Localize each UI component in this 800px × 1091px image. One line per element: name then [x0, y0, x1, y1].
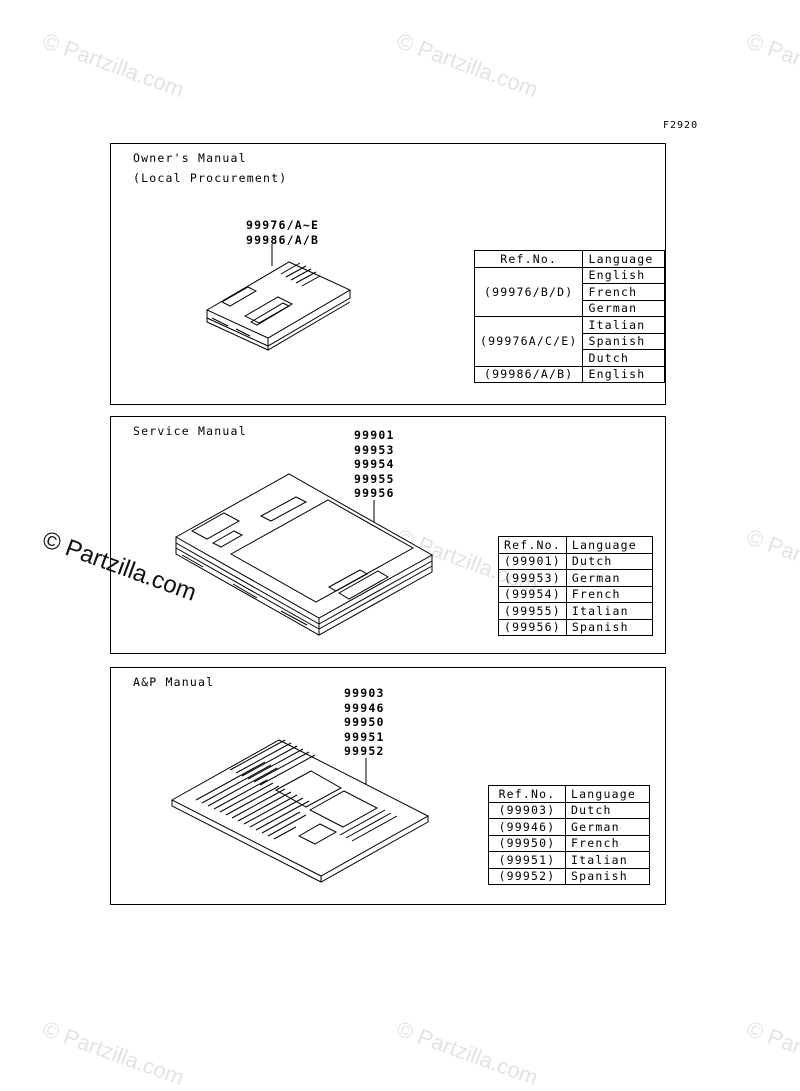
owners-manual-booklet-icon — [205, 244, 352, 351]
owners-manual-subtitle: (Local Procurement) — [133, 171, 288, 185]
ap-manual-sheet-icon — [170, 739, 430, 883]
ref-no-cell: (99946) — [488, 818, 566, 836]
owners-manual-panel — [110, 143, 666, 405]
part-number: 99955 — [354, 471, 395, 486]
ap-manual-title: A&P Manual — [133, 675, 215, 689]
part-number: 99976/A~E — [246, 218, 320, 232]
language-cell: English — [582, 365, 666, 383]
ap-manual-ref-table: Ref.No. Language (99903)Dutch (99946)Ger… — [488, 785, 650, 885]
ref-no-cell: (99986/A/B) — [473, 365, 584, 383]
service-manual-panel — [110, 416, 666, 654]
part-number: 99951 — [344, 729, 385, 744]
language-cell: Spanish — [565, 867, 650, 885]
language-header: Language — [582, 250, 666, 268]
language-cell: English — [582, 266, 666, 284]
language-cell: Dutch — [582, 349, 666, 367]
language-header: Language — [565, 785, 650, 803]
part-number: 99956 — [354, 486, 395, 500]
service-manual-ref-table: Ref.No. Language (99901)Dutch (99953)Ger… — [498, 536, 653, 636]
ap-manual-part-numbers: 99903 99946 99950 99951 99952 — [344, 686, 385, 759]
manual-illustrations — [170, 244, 434, 883]
language-cell: German — [582, 299, 666, 317]
ref-no-cell: (99956) — [498, 618, 567, 636]
part-number: 99901 — [354, 428, 395, 442]
language-cell: Spanish — [582, 332, 666, 350]
owners-manual-ref-table: Ref.No. Language (99976/B/D) English Fre… — [473, 250, 666, 383]
part-number: 99954 — [354, 457, 395, 471]
owners-manual-title: Owner's Manual — [133, 151, 247, 165]
ref-no-cell: (99976A/C/E) — [473, 316, 584, 367]
language-cell: French — [565, 585, 653, 603]
owners-manual-part-numbers: 99976/A~E 99986/A/B — [246, 218, 319, 247]
figure-code: F2920 — [663, 120, 699, 131]
part-number: 99903 — [344, 686, 385, 700]
ap-manual-panel — [110, 667, 666, 905]
service-manual-part-numbers: 99901 99953 99954 99955 99956 — [354, 428, 395, 501]
service-manual-book-icon — [174, 473, 434, 636]
language-cell: Dutch — [565, 801, 650, 819]
part-number: 99986/A/B — [246, 232, 320, 247]
language-cell: Spanish — [565, 618, 653, 636]
part-number: 99950 — [344, 715, 385, 729]
part-number: 99946 — [344, 700, 385, 715]
language-cell: Italian — [565, 602, 653, 620]
part-number: 99953 — [354, 442, 395, 457]
service-manual-title: Service Manual — [133, 424, 247, 438]
part-number: 99952 — [344, 744, 385, 758]
ref-no-cell: (99950) — [488, 834, 566, 852]
